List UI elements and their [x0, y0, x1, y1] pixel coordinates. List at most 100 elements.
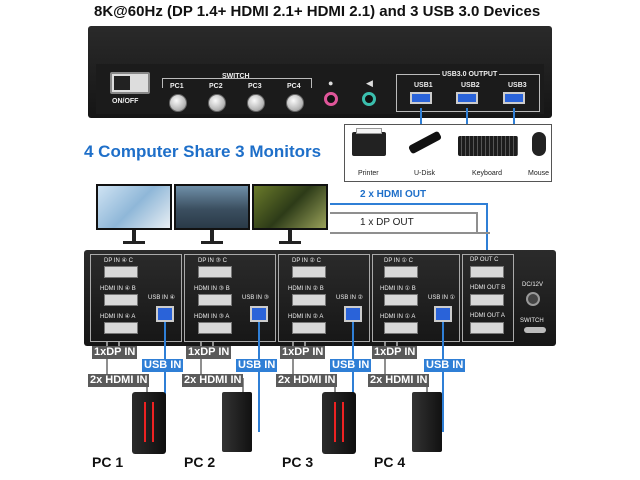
monitor-2-stand [210, 230, 214, 242]
usb-in-2-label: USB IN ② [336, 295, 364, 301]
dp-out-cable-horizontal [330, 232, 490, 234]
pc3-tower [322, 392, 356, 454]
pc1-tower [132, 392, 166, 454]
monitor-1-stand [132, 230, 136, 242]
input-section-4 [90, 254, 182, 342]
hdmi-in-1b-label: HDMI IN ① B [380, 286, 416, 292]
pc1-usb-cable [442, 322, 444, 432]
dp-in-2-port[interactable] [292, 266, 326, 278]
switch-label: SWITCH [222, 73, 250, 80]
printer-icon [352, 132, 386, 156]
dp-in-2-label: DP IN ② C [292, 258, 321, 264]
pc3-led-icon [334, 402, 344, 442]
hdmi-out-b-port[interactable] [470, 294, 504, 306]
hdmi-out-a-label: HDMI OUT A [470, 313, 505, 319]
dc-power-port[interactable] [526, 292, 540, 306]
pc4-button[interactable] [286, 94, 304, 112]
pc2-usb-in-tag: USB IN [330, 359, 372, 372]
hdmi-in-2b-port[interactable] [292, 294, 326, 306]
dp-out-port[interactable] [470, 266, 504, 278]
hdmi-in-1a-label: HDMI IN ① A [380, 314, 416, 320]
pc2-button[interactable] [208, 94, 226, 112]
input-section-2 [278, 254, 370, 342]
speaker-jack[interactable] [362, 92, 376, 106]
pc4-hdmi-cable [106, 342, 108, 382]
back-switch-label: SWITCH [520, 318, 544, 324]
switch-frame [162, 78, 312, 88]
usb3-port[interactable] [503, 92, 525, 104]
monitor-3-foot [279, 241, 301, 244]
monitor-1 [96, 184, 172, 230]
usb3-label: USB3 [508, 82, 527, 89]
usb2-label: USB2 [461, 82, 480, 89]
printer-paper-icon [356, 128, 382, 134]
usb-in-3-port[interactable] [250, 306, 268, 322]
hdmi-in-4b-port[interactable] [104, 294, 138, 306]
pc3-dp-in-tag: 1xDP IN [186, 346, 232, 359]
hdmi-in-2a-label: HDMI IN ② A [288, 314, 324, 320]
dp-in-1-port[interactable] [384, 266, 418, 278]
monitor-2-foot [201, 241, 223, 244]
mouse-label: Mouse [528, 170, 550, 177]
usb1-port[interactable] [410, 92, 432, 104]
back-switch-button[interactable] [524, 327, 546, 333]
pc1-button-label: PC1 [170, 83, 184, 90]
dp-in-4-port[interactable] [104, 266, 138, 278]
hdmi-in-2b-label: HDMI IN ② B [288, 286, 324, 292]
pc3-button-label: PC3 [248, 83, 262, 90]
pc4-button-label: PC4 [287, 83, 301, 90]
mic-jack[interactable] [324, 92, 338, 106]
hdmi-in-3b-label: HDMI IN ③ B [194, 286, 230, 292]
usb1-label: USB1 [414, 82, 433, 89]
monitor-3-stand [288, 230, 292, 242]
monitor-1-foot [123, 241, 145, 244]
pc4-hdmi-in-tag: 2x HDMI IN [88, 374, 150, 387]
pc2-dp-in-tag: 1xDP IN [280, 346, 326, 359]
pc3-hdmi-cable [200, 342, 202, 382]
hdmi-in-2a-port[interactable] [292, 322, 326, 334]
usb2-cable [466, 108, 468, 124]
pc4-usb-in-tag: USB IN [142, 359, 184, 372]
hdmi-in-4a-label: HDMI IN ④ A [100, 314, 136, 320]
microphone-icon: ● [328, 78, 334, 88]
printer-label: Printer [358, 170, 379, 177]
usb-in-4-port[interactable] [156, 306, 174, 322]
pc2-hdmi-cable [292, 342, 294, 382]
dp-out-label-port: DP OUT C [470, 257, 499, 263]
pc2-usb-cable [352, 322, 354, 432]
pc4-dp-in-tag: 1xDP IN [92, 346, 138, 359]
output-section [462, 254, 514, 342]
usb2-port[interactable] [456, 92, 478, 104]
usb3-cable [513, 108, 515, 124]
pc3-button[interactable] [247, 94, 265, 112]
pc4-tower [412, 392, 442, 452]
power-rocker-icon [114, 76, 130, 90]
pc3-usb-cable [258, 322, 260, 432]
hdmi-in-3b-port[interactable] [198, 294, 232, 306]
dp-in-1-label: DP IN ① C [384, 258, 413, 264]
hdmi-out-a-port[interactable] [470, 322, 504, 334]
usb-in-1-label: USB IN ① [428, 295, 456, 301]
power-label: ON/OFF [112, 98, 139, 105]
dc-label: DC/12V [522, 282, 544, 288]
pc1-button[interactable] [169, 94, 187, 112]
hdmi-out-cable-horizontal [330, 203, 488, 205]
input-section-1 [372, 254, 460, 342]
hdmi-in-3a-label: HDMI IN ③ A [194, 314, 230, 320]
hdmi-out-label: 2 x HDMI OUT [360, 189, 427, 200]
pc2-label: PC 2 [184, 454, 216, 470]
dp-in-3-label: DP IN ③ C [198, 258, 227, 264]
usb-in-2-port[interactable] [344, 306, 362, 322]
hdmi-in-1a-port[interactable] [384, 322, 418, 334]
pc1-label: PC 1 [92, 454, 124, 470]
dp-out-label: 1 x DP OUT [360, 217, 414, 228]
hdmi-in-4a-port[interactable] [104, 322, 138, 334]
usb-in-1-port[interactable] [434, 306, 452, 322]
hdmi-in-1b-port[interactable] [384, 294, 418, 306]
hdmi-in-3a-port[interactable] [198, 322, 232, 334]
speaker-icon: ◀ [366, 78, 373, 88]
pc1-hdmi-in-tag: 2x HDMI IN [368, 374, 430, 387]
monitor-2 [174, 184, 250, 230]
dp-in-3-port[interactable] [198, 266, 232, 278]
pc2-tower [222, 392, 252, 452]
